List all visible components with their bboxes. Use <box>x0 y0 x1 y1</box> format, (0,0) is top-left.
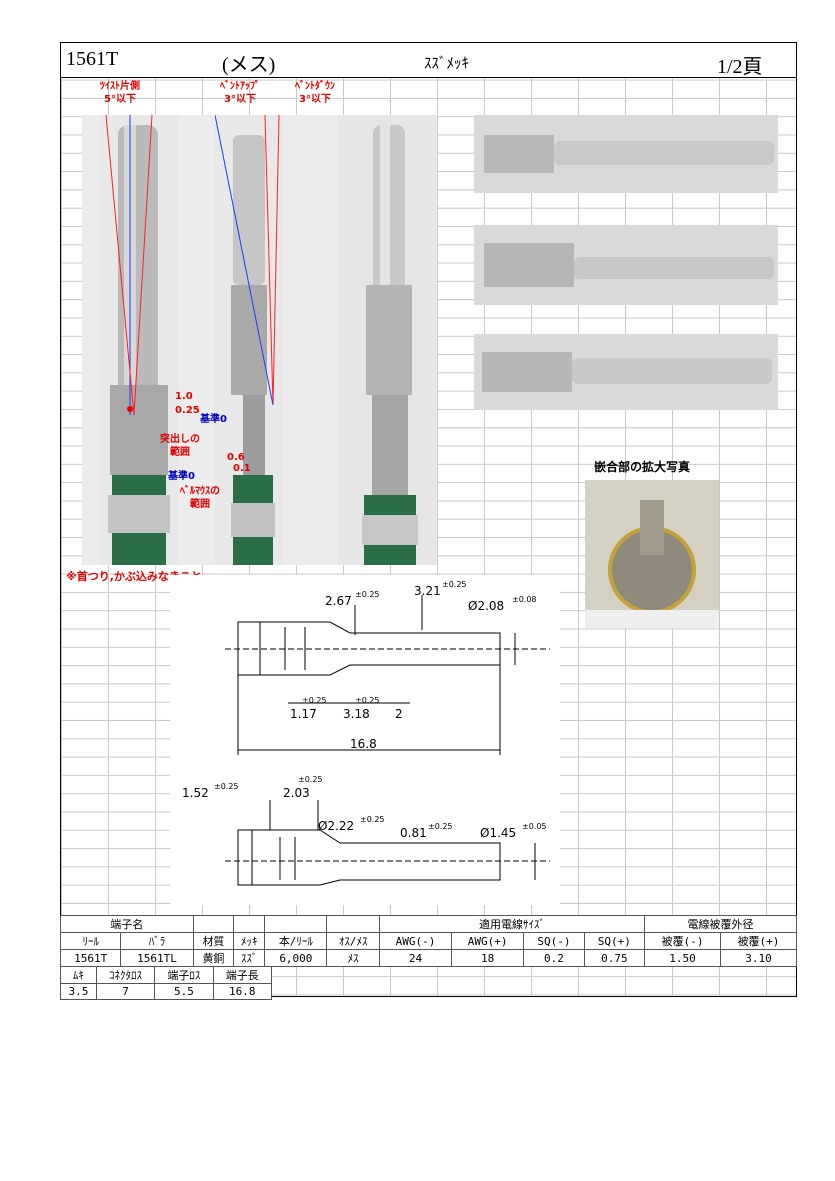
spec-table: 端子名 適用電線ｻｲｽﾞ 電線被覆外径 ﾘｰﾙ ﾊﾞﾗ 材質 ﾒｯｷ 本/ﾘｰﾙ… <box>59 915 797 967</box>
technical-drawing: 2.67 ±0.25 3.21 ±0.25 Ø2.08 ±0.08 ±0.25 … <box>170 575 560 905</box>
dim-2-67: 2.67 <box>325 594 352 608</box>
val-terminal-length: 16.8 <box>212 983 273 1000</box>
col-reel: ﾘｰﾙ <box>59 932 122 950</box>
val-ins-min: 1.50 <box>644 949 721 967</box>
tol-1-17: ±0.25 <box>302 696 327 705</box>
tol-2-67: ±0.25 <box>355 590 380 599</box>
protrusion-label: 突出しの範囲 <box>160 434 200 458</box>
val-male-female: ﾒｽ <box>326 949 380 967</box>
group-terminal-name: 端子名 <box>60 915 194 933</box>
col-male-female: ｵｽ/ﾒｽ <box>326 932 380 950</box>
tol-3-18: ±0.25 <box>355 696 380 705</box>
tol-1-45: ±0.05 <box>522 822 547 831</box>
tol-3-21: ±0.25 <box>442 580 467 589</box>
length-table: ﾑｷ ｺﾈｸﾀﾛｽ 端子ﾛｽ 端子長 3.5 7 5.5 16.8 <box>60 966 273 1000</box>
val-awg-min: 24 <box>378 949 453 967</box>
tol-2-22: ±0.25 <box>360 815 385 824</box>
tol-2-03: ±0.25 <box>298 775 323 784</box>
note-text: ※首つり,かぶ込みなきこと <box>66 570 202 583</box>
dim-2: 2 <box>395 707 403 721</box>
dim-2-03: 2.03 <box>283 786 310 800</box>
group-wire-size: 適用電線ｻｲｽﾞ <box>378 915 646 933</box>
part-number: 1561T <box>66 48 119 70</box>
terminal-photo-side-1 <box>474 115 778 193</box>
col-terminal-loss: 端子ﾛｽ <box>154 966 214 984</box>
val-reel: 1561T <box>59 949 122 967</box>
dim-1-0: 1.0 <box>175 391 193 402</box>
dim-1-52: 1.52 <box>182 786 209 800</box>
col-per-reel: 本/ﾘｰﾙ <box>264 932 328 950</box>
val-strip: 3.5 <box>60 983 97 1000</box>
terminal-photo-top <box>338 115 436 565</box>
col-material: 材質 <box>192 932 235 950</box>
col-bara: ﾊﾞﾗ <box>120 932 194 950</box>
terminal-type: (メス) <box>222 54 276 76</box>
dim-0-25: 0.25 <box>175 405 200 416</box>
dim-3-18: 3.18 <box>343 707 370 721</box>
val-connector-loss: 7 <box>95 983 156 1000</box>
dim-0-6: 0.6 <box>227 452 245 463</box>
col-connector-loss: ｺﾈｸﾀﾛｽ <box>95 966 156 984</box>
page-number: 1/2頁 <box>717 56 763 78</box>
dim-2-22: Ø2.22 <box>318 819 354 833</box>
dim-1-17: 1.17 <box>290 707 317 721</box>
dim-0-81: 0.81 <box>400 826 427 840</box>
col-strip: ﾑｷ <box>60 966 97 984</box>
datum-label-2: 基準0 <box>168 471 195 482</box>
col-awg-min: AWG(-) <box>378 932 453 950</box>
col-plating: ﾒｯｷ <box>233 932 266 950</box>
dim-3-21: 3.21 <box>414 584 441 598</box>
dim-0-1: 0.1 <box>233 463 251 474</box>
val-sq-min: 0.2 <box>523 949 585 967</box>
datum-label-1: 基準0 <box>200 414 227 425</box>
val-ins-max: 3.10 <box>720 949 797 967</box>
val-bara: 1561TL <box>120 949 194 967</box>
val-plating: ｽｽﾞ <box>233 949 266 967</box>
terminal-photo-twist <box>100 115 178 565</box>
val-sq-max: 0.75 <box>583 949 646 967</box>
dim-2-08: Ø2.08 <box>468 599 504 613</box>
bellmouth-label: ﾍﾞﾙﾏｳｽの範囲 <box>180 486 220 510</box>
header-bar <box>60 42 797 78</box>
terminal-photo-side-2 <box>474 225 778 305</box>
dim-16-8: 16.8 <box>350 737 377 751</box>
tol-1-52: ±0.25 <box>214 782 239 791</box>
col-ins-max: 被覆(+) <box>720 932 797 950</box>
col-sq-max: SQ(+) <box>583 932 646 950</box>
val-terminal-loss: 5.5 <box>154 983 214 1000</box>
plating-title: ｽｽﾞﾒｯｷ <box>424 54 470 72</box>
closeup-photo <box>585 480 719 628</box>
col-terminal-length: 端子長 <box>212 966 273 984</box>
val-per-reel: 6,000 <box>264 949 328 967</box>
group-insulation: 電線被覆外径 <box>644 915 797 933</box>
col-awg-max: AWG(+) <box>451 932 525 950</box>
tol-2-08: ±0.08 <box>512 595 537 604</box>
col-sq-min: SQ(-) <box>523 932 585 950</box>
terminal-photo-bend <box>215 115 283 565</box>
val-material: 黄銅 <box>192 949 235 967</box>
terminal-photo-side-3 <box>474 334 778 410</box>
tol-0-81: ±0.25 <box>428 822 453 831</box>
col-ins-min: 被覆(-) <box>644 932 721 950</box>
dim-1-45: Ø1.45 <box>480 826 516 840</box>
closeup-title: 嵌合部の拡大写真 <box>594 460 691 474</box>
val-awg-max: 18 <box>451 949 525 967</box>
